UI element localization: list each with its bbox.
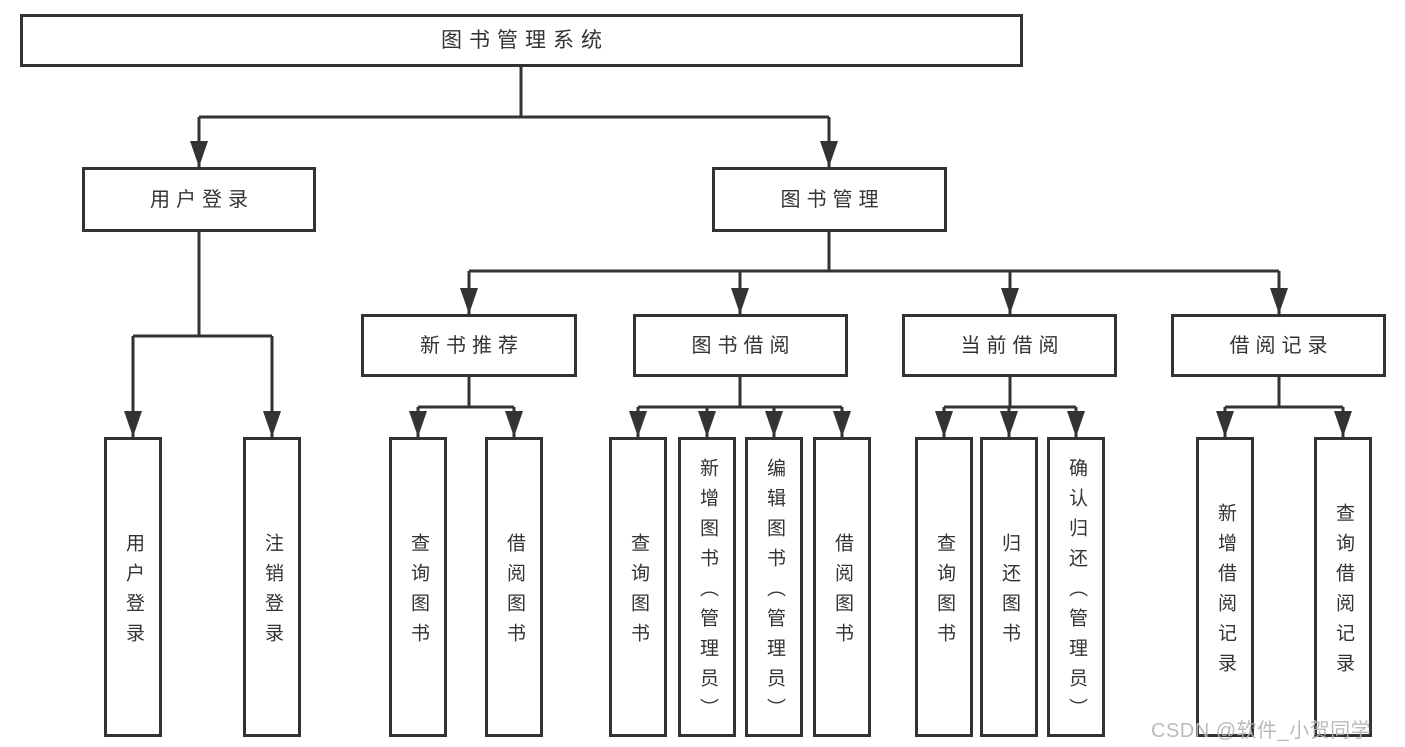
connector-current-borrow-stem: [944, 377, 1076, 409]
leaf-add-book-admin: 新增图书（管理员）: [678, 437, 736, 737]
leaf-add-borrow-record-label: 新增借阅记录: [1214, 502, 1236, 683]
node-new-book-recommend-label: 新书推荐: [420, 334, 524, 357]
node-root-label: 图书管理系统: [441, 29, 609, 52]
leaf-borrow-book-1: 借阅图书: [485, 437, 543, 737]
node-user-login: 用户登录: [82, 167, 316, 232]
leaf-confirm-return-admin: 确认归还（管理员）: [1047, 437, 1105, 737]
node-current-borrow-label: 当前借阅: [960, 334, 1065, 357]
leaf-add-book-admin-label: 新增图书（管理员）: [696, 457, 718, 728]
leaf-query-book-1: 查询图书: [389, 437, 447, 737]
leaf-add-borrow-record: 新增借阅记录: [1196, 437, 1254, 737]
leaf-logout: 注销登录: [243, 437, 301, 737]
connector-book-borrow-stem: [638, 377, 842, 409]
leaf-query-borrow-record-label: 查询借阅记录: [1332, 502, 1354, 683]
connector-user-login-stem: [133, 232, 272, 338]
connector-new-book-recommend-stem: [418, 377, 514, 409]
leaf-borrow-book-2: 借阅图书: [813, 437, 871, 737]
connector-root-stem: [199, 65, 829, 119]
node-book-management-label: 图书管理: [780, 188, 885, 211]
node-book-borrow-label: 图书借阅: [691, 334, 796, 357]
leaf-edit-book-admin: 编辑图书（管理员）: [745, 437, 803, 737]
leaf-query-book-3-label: 查询图书: [933, 532, 955, 653]
node-book-management: 图书管理: [712, 167, 947, 232]
leaf-return-book: 归还图书: [980, 437, 1038, 737]
node-borrow-records-label: 借阅记录: [1229, 334, 1334, 357]
leaf-query-borrow-record: 查询借阅记录: [1314, 437, 1372, 737]
leaf-logout-label: 注销登录: [261, 532, 283, 653]
watermark: CSDN @软件_小贺同学: [1151, 720, 1372, 742]
leaf-query-book-2: 查询图书: [609, 437, 667, 737]
node-user-login-label: 用户登录: [150, 188, 254, 211]
leaf-query-book-3: 查询图书: [915, 437, 973, 737]
leaf-return-book-label: 归还图书: [998, 532, 1020, 653]
leaf-query-book-1-label: 查询图书: [407, 532, 429, 653]
leaf-user-login: 用户登录: [104, 437, 162, 737]
node-root: 图书管理系统: [20, 14, 1023, 67]
connector-borrow-records-stem: [1225, 377, 1343, 409]
leaf-query-book-2-label: 查询图书: [627, 532, 649, 653]
node-current-borrow: 当前借阅: [902, 314, 1117, 377]
leaf-user-login-label: 用户登录: [122, 532, 144, 653]
leaf-edit-book-admin-label: 编辑图书（管理员）: [763, 457, 785, 728]
node-new-book-recommend: 新书推荐: [361, 314, 577, 377]
leaf-confirm-return-admin-label: 确认归还（管理员）: [1065, 457, 1087, 728]
node-book-borrow: 图书借阅: [633, 314, 848, 377]
leaf-borrow-book-2-label: 借阅图书: [831, 532, 853, 653]
leaf-borrow-book-1-label: 借阅图书: [503, 532, 525, 653]
node-borrow-records: 借阅记录: [1171, 314, 1386, 377]
connector-book-management-stem: [469, 232, 1279, 273]
